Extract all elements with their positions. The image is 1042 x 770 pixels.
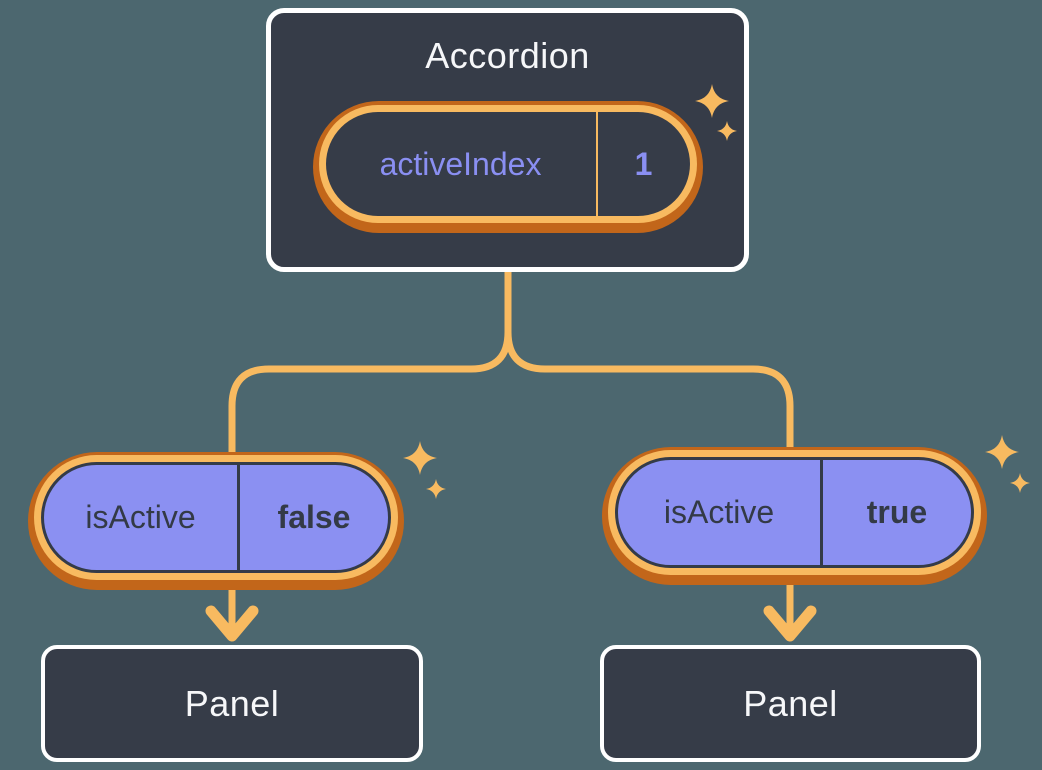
- prop-pill-value: false: [277, 499, 351, 535]
- state-pill-ring: activeIndex 1: [318, 105, 697, 223]
- sparkle-icon: [985, 435, 1019, 469]
- prop-pill-label: isActive: [663, 494, 775, 530]
- state-pill-value: 1: [634, 145, 653, 182]
- pill-divider: [820, 460, 823, 565]
- panel-title: Panel: [743, 682, 838, 724]
- prop-pill-isactive-left: isActive false: [28, 452, 404, 590]
- sparkle-icon: [1010, 473, 1030, 493]
- accordion-node: Accordion activeIndex 1: [266, 8, 749, 272]
- pill-divider: [595, 112, 598, 216]
- prop-pill-isactive-right: isActive true: [602, 447, 987, 585]
- prop-pill-ring: isActive false: [34, 455, 398, 580]
- sparkle-icon: [695, 84, 729, 118]
- panel-title: Panel: [184, 682, 280, 724]
- sparkle-icon: [403, 441, 437, 475]
- panel-node-left: Panel: [41, 645, 423, 762]
- panel-node-right: Panel: [600, 645, 981, 762]
- state-pill-label: activeIndex: [379, 145, 542, 182]
- state-pill-activeindex: activeIndex 1: [312, 101, 703, 233]
- accordion-title: Accordion: [425, 35, 590, 76]
- branch-connector-right: [504, 266, 794, 469]
- prop-pill-label: isActive: [85, 499, 196, 535]
- pill-divider: [237, 465, 240, 570]
- sparkle-icon: [717, 121, 737, 141]
- branch-connector-left: [228, 266, 512, 474]
- prop-pill-ring: isActive true: [608, 450, 981, 575]
- prop-pill-value: true: [866, 494, 928, 530]
- sparkle-icon: [426, 479, 446, 499]
